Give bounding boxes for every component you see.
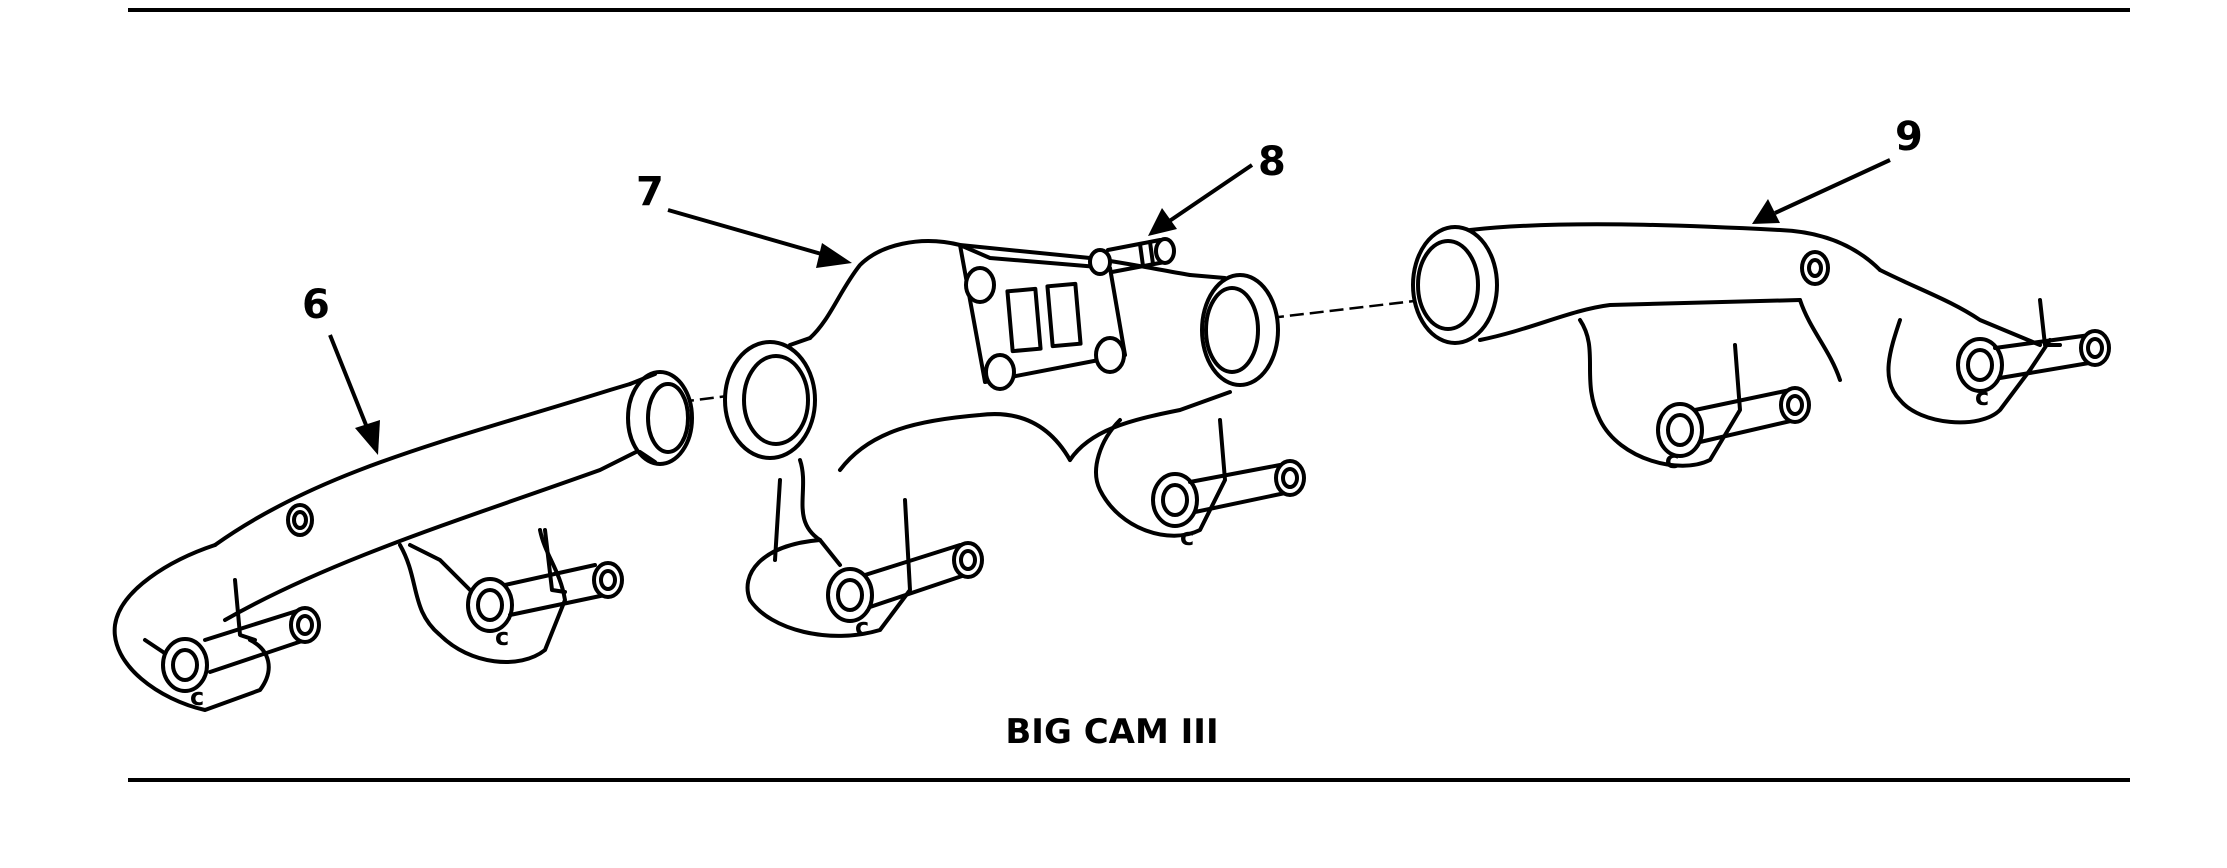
top-rule xyxy=(128,8,2130,12)
centerline-7-9 xyxy=(1269,296,1441,320)
callout-6: 6 xyxy=(302,282,330,328)
callout-9: 9 xyxy=(1895,114,1923,160)
manifold-section-9 xyxy=(1411,222,2111,468)
diagram-caption: BIG CAM III xyxy=(1005,712,1218,752)
leader-6 xyxy=(328,334,380,455)
casting-mark: c xyxy=(1665,446,1679,474)
casting-mark: c xyxy=(1180,523,1194,551)
callout-8: 8 xyxy=(1258,139,1286,185)
manifold-section-7 xyxy=(723,237,1306,638)
leader-9 xyxy=(1752,158,1891,224)
leader-7 xyxy=(667,208,852,268)
casting-mark: c xyxy=(495,623,509,651)
casting-mark: c xyxy=(1975,383,1989,411)
casting-mark: c xyxy=(190,683,204,711)
manifold-section-6 xyxy=(112,370,694,712)
casting-mark: c xyxy=(855,613,869,641)
callout-7: 7 xyxy=(636,169,664,215)
bottom-rule xyxy=(128,778,2130,782)
leader-8 xyxy=(1148,163,1254,236)
